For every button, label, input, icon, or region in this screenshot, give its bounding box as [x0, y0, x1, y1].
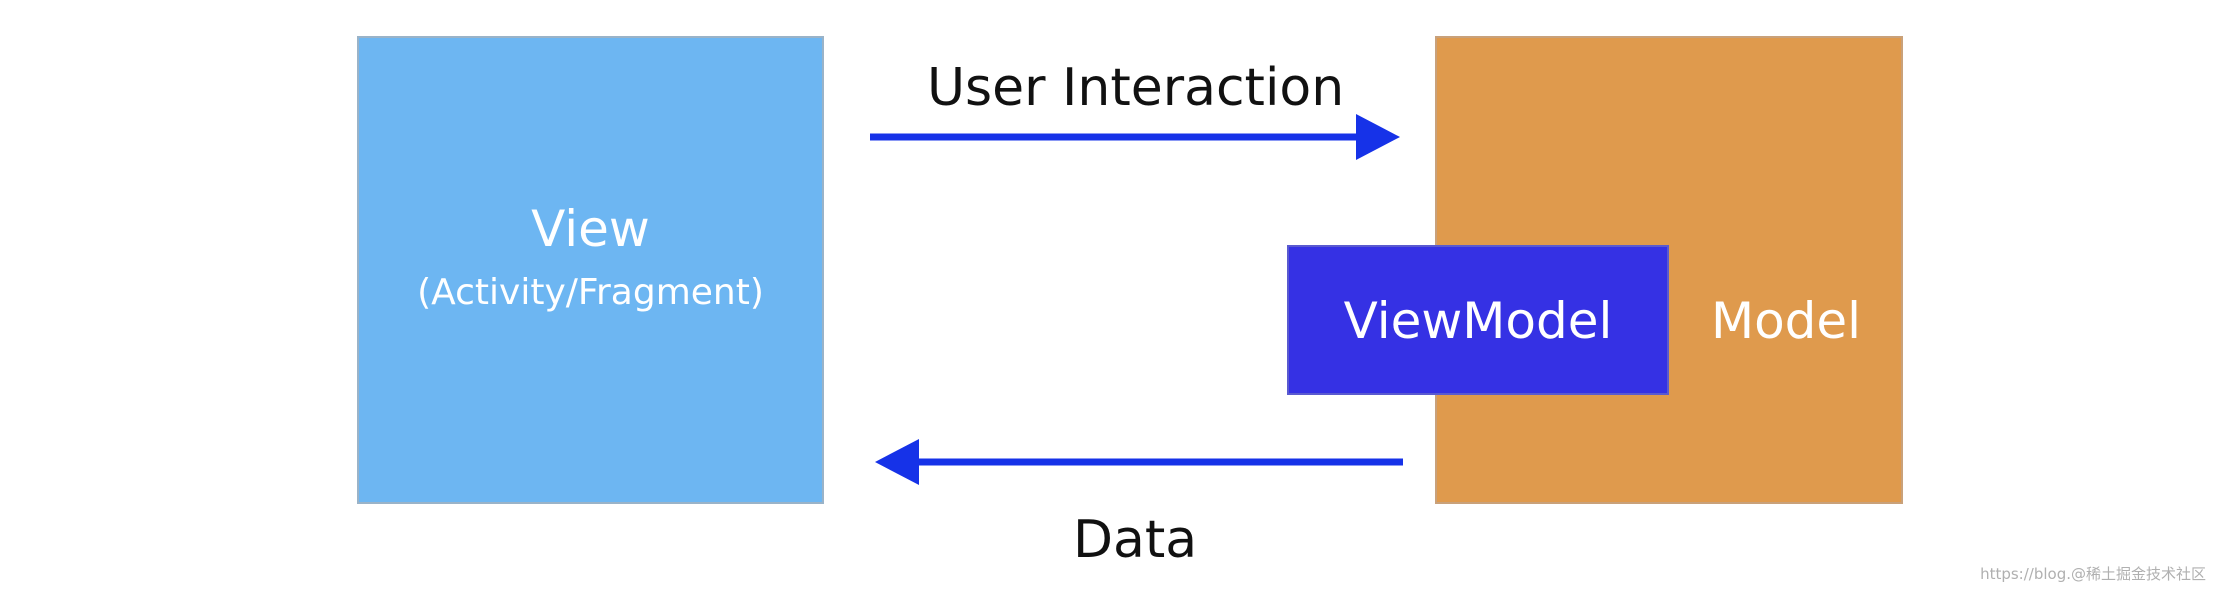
view-box	[357, 36, 824, 504]
viewmodel-label: ViewModel	[1343, 292, 1613, 350]
view-subtitle: (Activity/Fragment)	[417, 272, 764, 313]
user-interaction-label: User Interaction	[927, 58, 1345, 118]
model-label: Model	[1710, 292, 1862, 350]
watermark: https://blog.@稀土掘金技术社区	[1980, 565, 2206, 583]
view-title: View	[531, 200, 650, 258]
user-interaction-arrow	[870, 114, 1400, 160]
data-arrow	[875, 439, 1403, 485]
viewmodel-box	[1287, 245, 1669, 395]
data-label: Data	[1073, 510, 1198, 570]
